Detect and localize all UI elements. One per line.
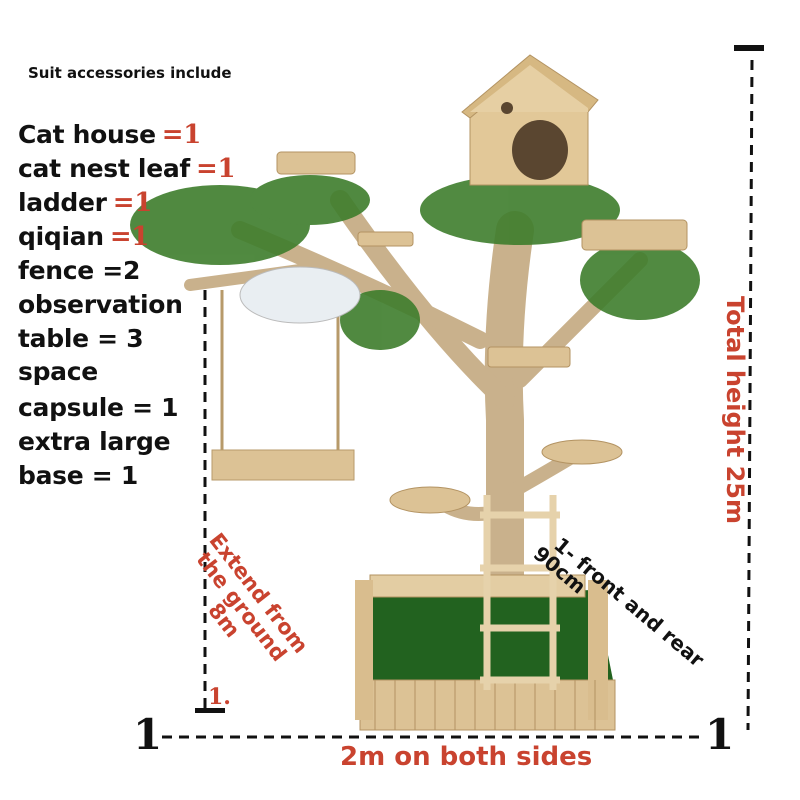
quantity-mark: =1 — [196, 154, 236, 184]
cat-house — [461, 54, 599, 186]
accessories-heading: Suit accessories include — [28, 64, 232, 82]
space-capsule — [239, 266, 361, 324]
width-label: 2m on both sides — [340, 742, 593, 772]
item-cat-house-row: Cat house=1 — [18, 120, 201, 150]
item-qiqian-row: qiqian=1 — [18, 222, 149, 252]
cat-nest — [581, 219, 688, 251]
observation-table — [541, 439, 623, 465]
observation-table — [487, 346, 571, 368]
total-height-label: Total height 25m — [721, 295, 749, 524]
item-ladder: ladder — [18, 188, 107, 217]
item-qiqian: qiqian — [18, 222, 104, 251]
item-cat-nest-leaf-row: cat nest leaf=1 — [18, 154, 236, 184]
item-cat-nest-leaf: cat nest leaf — [18, 154, 191, 183]
quantity-mark: =1 — [161, 120, 202, 150]
item-observation: observation — [18, 290, 183, 319]
item-extra-large: extra large — [18, 427, 171, 456]
leaf-clusters — [130, 175, 700, 350]
quantity-mark: =1 — [109, 222, 150, 252]
item-space: space — [18, 357, 98, 386]
height-dimension-line — [746, 59, 754, 731]
item-fence: fence =2 — [18, 256, 141, 285]
paw-icon — [501, 102, 513, 114]
item-capsule: capsule = 1 — [18, 393, 179, 422]
right-marker: 1 — [705, 710, 735, 759]
small-marker: 1. — [208, 684, 231, 710]
quantity-mark: =1 — [112, 188, 153, 218]
swing — [211, 449, 355, 481]
ladder — [480, 495, 560, 690]
observation-table — [389, 486, 471, 514]
item-cat-house: Cat house — [18, 120, 156, 149]
item-table: table = 3 — [18, 324, 144, 353]
observation-table — [276, 151, 356, 175]
left-marker: 1 — [133, 710, 163, 759]
item-ladder-row: ladder=1 — [18, 188, 152, 218]
item-base: base = 1 — [18, 461, 138, 490]
height-top-marker — [734, 45, 764, 51]
